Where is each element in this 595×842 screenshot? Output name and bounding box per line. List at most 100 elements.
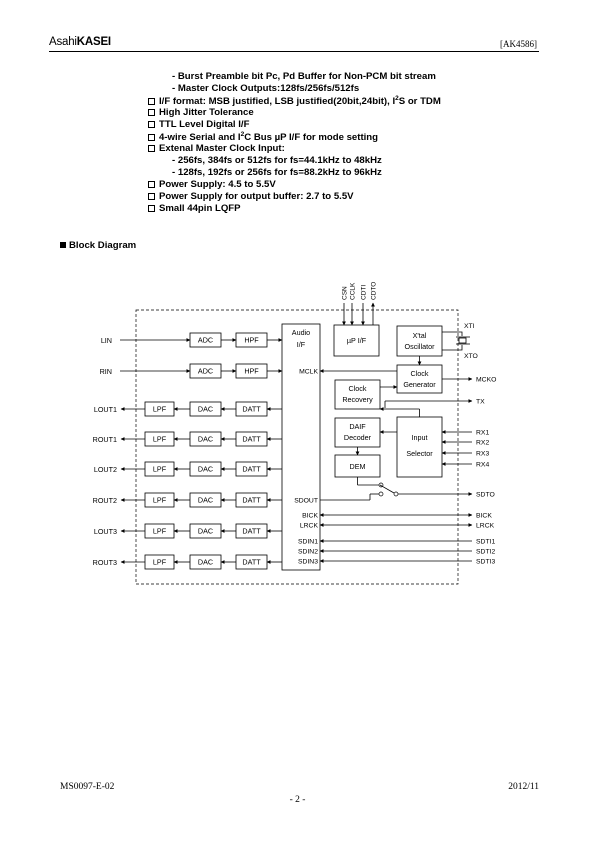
footer-date: 2012/11 — [508, 782, 539, 792]
switch-contact-icon — [393, 491, 399, 497]
insel-label: Input — [412, 433, 428, 442]
logo-text-asahi: Asahi — [49, 36, 77, 48]
dac-label: DAC — [198, 405, 213, 414]
hpf-label: HPF — [244, 336, 259, 345]
feature-item: 4-wire Serial and I2C Bus µP I/F for mod… — [148, 131, 378, 143]
dac-label: DAC — [198, 527, 213, 536]
feature-subitem: - 128fs, 192fs or 256fs for fs=88.2kHz t… — [172, 167, 382, 178]
switch-contact-icon — [378, 491, 384, 497]
feature-text-tail: S or TDM — [398, 96, 441, 108]
feature-text: Small 44pin LQFP — [159, 203, 241, 214]
right-pin-label: TX — [476, 399, 485, 406]
audio-if-label: Audio — [292, 328, 310, 337]
audio-if-block — [281, 323, 321, 571]
header-rule — [49, 51, 539, 52]
company-logo: AsahiKASEI — [49, 36, 111, 48]
dac-label: DAC — [198, 465, 213, 474]
right-pin-label: SDTI2 — [476, 549, 495, 556]
lpf-label: LPF — [153, 527, 167, 536]
datt-label: DATT — [242, 465, 261, 474]
right-pin-label: SDTI3 — [476, 559, 495, 566]
audio-port-label: BICK — [302, 513, 318, 520]
feature-subitem: - Burst Preamble bit Pc, Pd Buffer for N… — [172, 71, 436, 82]
right-pin-label: RX4 — [476, 462, 489, 469]
checkbox-square-icon — [148, 133, 155, 141]
clock-recovery-block — [334, 379, 381, 410]
feature-text: I/F format: MSB justified, LSB justified… — [159, 96, 396, 108]
checkbox-square-icon — [148, 144, 155, 152]
checkbox-square-icon — [148, 204, 155, 212]
feature-text: 4-wire Serial and I — [159, 132, 241, 144]
feature-superscript: 2 — [395, 95, 399, 102]
adc-label: ADC — [198, 336, 213, 345]
document-code: [AK4586] — [500, 39, 537, 49]
feature-text-tail: C Bus µP I/F for mode setting — [244, 132, 379, 144]
chip-boundary — [135, 309, 459, 585]
audio-port-label: MCLK — [299, 369, 318, 376]
right-pin-label: RX3 — [476, 451, 489, 458]
feature-item: I/F format: MSB justified, LSB justified… — [148, 95, 441, 107]
audio-port-label: LRCK — [300, 523, 319, 530]
feature-item: Small 44pin LQFP — [148, 203, 241, 214]
audio-port-label: SDIN1 — [298, 539, 318, 546]
datt-label: DATT — [242, 405, 261, 414]
lpf-label: LPF — [153, 558, 167, 567]
daif-label: DAIF — [349, 422, 366, 431]
adc-label: ADC — [198, 367, 213, 376]
switch-arm — [379, 484, 395, 494]
clkrec-label: Clock — [349, 384, 367, 393]
feature-text: Extenal Master Clock Input: — [159, 143, 285, 154]
feature-item: High Jitter Tolerance — [148, 107, 254, 118]
section-heading: Block Diagram — [60, 240, 136, 251]
bullet-square-icon — [60, 242, 66, 248]
output-pin-label: LOUT2 — [94, 465, 117, 474]
checkbox-square-icon — [148, 97, 155, 105]
feature-subitem: - 256fs, 384fs or 512fs for fs=44.1kHz t… — [172, 155, 382, 166]
xtal-label: X'tal — [413, 331, 427, 340]
feature-item: Power Supply for output buffer: 2.7 to 5… — [148, 191, 354, 202]
crystal-wiring — [442, 331, 463, 351]
up-pin-label: CCLK — [350, 282, 357, 300]
output-pin-label: LOUT3 — [94, 527, 117, 536]
input-pin-label: RIN — [100, 367, 112, 376]
right-pin-label: XTO — [464, 353, 478, 360]
output-pin-label: LOUT1 — [94, 405, 117, 414]
output-pin-label: ROUT1 — [93, 435, 117, 444]
input-pin-label: LIN — [101, 336, 112, 345]
clkgen-label: Clock — [411, 369, 429, 378]
feature-item: Extenal Master Clock Input: — [148, 143, 285, 154]
lpf-label: LPF — [153, 435, 167, 444]
clkgen-label: Generator — [403, 380, 436, 389]
up-pin-label: CSN — [342, 286, 349, 300]
hpf-label: HPF — [244, 367, 259, 376]
feature-text: - 256fs, 384fs or 512fs for fs=44.1kHz t… — [172, 155, 382, 166]
insel-label: Selector — [406, 449, 433, 458]
audio-if-label: I/F — [297, 340, 306, 349]
checkbox-square-icon — [148, 192, 155, 200]
feature-subitem: - Master Clock Outputs:128fs/256fs/512fs — [172, 83, 359, 94]
footer-doc-number: MS0097-E-02 — [60, 782, 115, 792]
up-if-label: µP I/F — [347, 336, 367, 345]
audio-port-label: SDIN2 — [298, 549, 318, 556]
dem-label: DEM — [350, 462, 366, 471]
checkbox-square-icon — [148, 120, 155, 128]
daif-label: Decoder — [344, 433, 372, 442]
xtal-label: Oscillator — [405, 342, 436, 351]
feature-text: - Burst Preamble bit Pc, Pd Buffer for N… — [172, 71, 436, 82]
feature-text: Power Supply for output buffer: 2.7 to 5… — [159, 191, 354, 202]
section-heading-text: Block Diagram — [69, 240, 137, 251]
right-pin-label: MCKO — [476, 377, 496, 384]
right-pin-label: SDTI1 — [476, 539, 495, 546]
input-selector-block — [396, 416, 443, 478]
right-pin-label: RX1 — [476, 430, 489, 437]
right-pin-label: XTI — [464, 323, 475, 330]
crystal-symbol — [458, 337, 467, 344]
feature-item: Power Supply: 4.5 to 5.5V — [148, 179, 276, 190]
dac-label: DAC — [198, 435, 213, 444]
feature-text: High Jitter Tolerance — [159, 107, 254, 118]
feature-text: TTL Level Digital I/F — [159, 119, 250, 130]
lpf-label: LPF — [153, 465, 167, 474]
checkbox-square-icon — [148, 180, 155, 188]
dac-label: DAC — [198, 558, 213, 567]
